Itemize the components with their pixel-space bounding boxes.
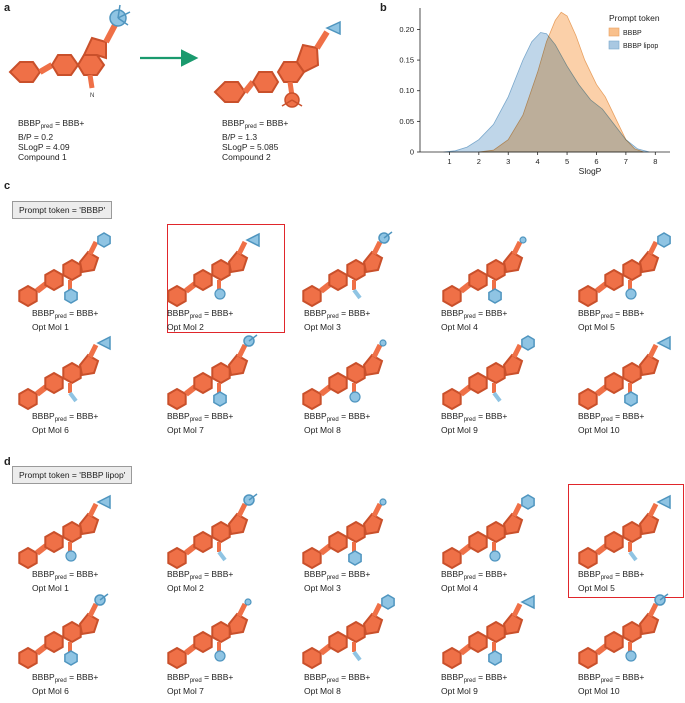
x-tick-label: 8 [653, 157, 657, 166]
mol-label: BBBPpred = BBB+Opt Mol 4 [441, 308, 508, 332]
mol-label: BBBPpred = BBB+Opt Mol 4 [441, 569, 508, 593]
x-tick-label: 2 [477, 157, 481, 166]
molecule-structure [167, 598, 252, 670]
panel-c-structures [18, 231, 671, 411]
molecule-structure [18, 335, 111, 411]
slogp-density-chart: 1 2 3 4 5 6 7 8 0 0.05 0.10 0.15 0.20 SlogP Prompt t… [399, 8, 670, 176]
molecule-structure [578, 335, 671, 411]
molecule-structure [167, 334, 258, 411]
molecule-structure [18, 494, 111, 570]
compound1-label: BBBPpred = BBB+ B/P = 0.2 SLogP = 4.09 C… [18, 118, 85, 162]
y-tick-label: 0.15 [399, 56, 414, 65]
x-axis-label: SlogP [579, 166, 602, 176]
highlight-box-c-mol2 [167, 224, 285, 333]
legend-label: BBBP [623, 30, 642, 37]
legend: Prompt token BBBP BBBP lipop [608, 13, 660, 50]
panel-a-structures: N [8, 4, 341, 108]
molecule-structure [442, 594, 535, 670]
compound2-structure [213, 20, 341, 108]
mol-label: BBBPpred = BBB+Opt Mol 2 [167, 569, 234, 593]
molecule-structure [167, 493, 258, 570]
molecule-structure [302, 339, 387, 411]
molecule-structure [442, 494, 535, 570]
panel-d-structures [18, 493, 671, 670]
x-tick-label: 7 [624, 157, 628, 166]
x-tick-label: 4 [536, 157, 540, 166]
legend-title: Prompt token [609, 13, 660, 23]
mol-label: BBBPpred = BBB+Opt Mol 1 [32, 308, 99, 332]
x-tick-label: 6 [594, 157, 598, 166]
molecule-structure [18, 232, 111, 308]
molecule-structure [578, 494, 671, 570]
mol-label: BBBPpred = BBB+Opt Mol 5 [578, 569, 645, 593]
svg-text:N: N [90, 93, 94, 99]
molecule-structure [578, 593, 669, 670]
mol-label: BBBPpred = BBB+Opt Mol 3 [304, 569, 371, 593]
molecule-structure [302, 498, 387, 570]
mol-label: BBBPpred = BBB+Opt Mol 5 [578, 308, 645, 332]
molecule-structure [442, 236, 527, 308]
mol-label: BBBPpred = BBB+Opt Mol 3 [304, 308, 371, 332]
legend-label: BBBP lipop [623, 43, 658, 50]
compound1-structure: N [8, 4, 131, 99]
molecule-structure [302, 594, 395, 670]
x-tick-label: 5 [565, 157, 569, 166]
y-tick-label: 0.20 [399, 25, 414, 34]
mol-label: BBBPpred = BBB+Opt Mol 10 [578, 672, 645, 696]
x-tick-label: 3 [506, 157, 510, 166]
mol-label: BBBPpred = BBB+Opt Mol 8 [304, 672, 371, 696]
mol-label: BBBPpred = BBB+Opt Mol 9 [441, 411, 508, 435]
prompt-token-box-d: Prompt token = 'BBBP lipop' [12, 466, 133, 484]
panel-letter-b: b [380, 2, 387, 14]
mol-label: BBBPpred = BBB+Opt Mol 1 [32, 569, 99, 593]
highlight-box-d-mol5 [568, 484, 684, 598]
molecule-structure [18, 593, 109, 670]
y-tick-label: 0.10 [399, 86, 414, 95]
y-tick-label: 0.05 [399, 117, 414, 126]
legend-swatch [608, 27, 620, 37]
molecule-structure [302, 231, 393, 308]
compound2-label: BBBPpred = BBB+ B/P = 1.3 SLogP = 5.085 … [222, 118, 289, 162]
mol-label: BBBPpred = BBB+Opt Mol 7 [167, 672, 234, 696]
x-tick-label: 1 [447, 157, 451, 166]
legend-swatch [608, 40, 620, 50]
mol-label: BBBPpred = BBB+Opt Mol 6 [32, 411, 99, 435]
mol-label: BBBPpred = BBB+Opt Mol 7 [167, 411, 234, 435]
mol-label: BBBPpred = BBB+Opt Mol 9 [441, 672, 508, 696]
mol-label: BBBPpred = BBB+Opt Mol 6 [32, 672, 99, 696]
prompt-token-box-c: Prompt token = 'BBBP' [12, 201, 113, 219]
panel-letter-c: c [4, 180, 11, 192]
y-tick-label: 0 [410, 148, 414, 157]
molecule-structure [167, 232, 260, 308]
mol-label: BBBPpred = BBB+Opt Mol 2 [167, 308, 234, 332]
molecule-structure [442, 335, 535, 411]
mol-label: BBBPpred = BBB+Opt Mol 8 [304, 411, 371, 435]
panel-letter-d: d [4, 456, 11, 468]
mol-label: BBBPpred = BBB+Opt Mol 10 [578, 411, 645, 435]
panel-letter-a: a [4, 2, 11, 14]
density-area-bbbp-lipop [443, 32, 650, 153]
molecule-structure [578, 232, 671, 308]
